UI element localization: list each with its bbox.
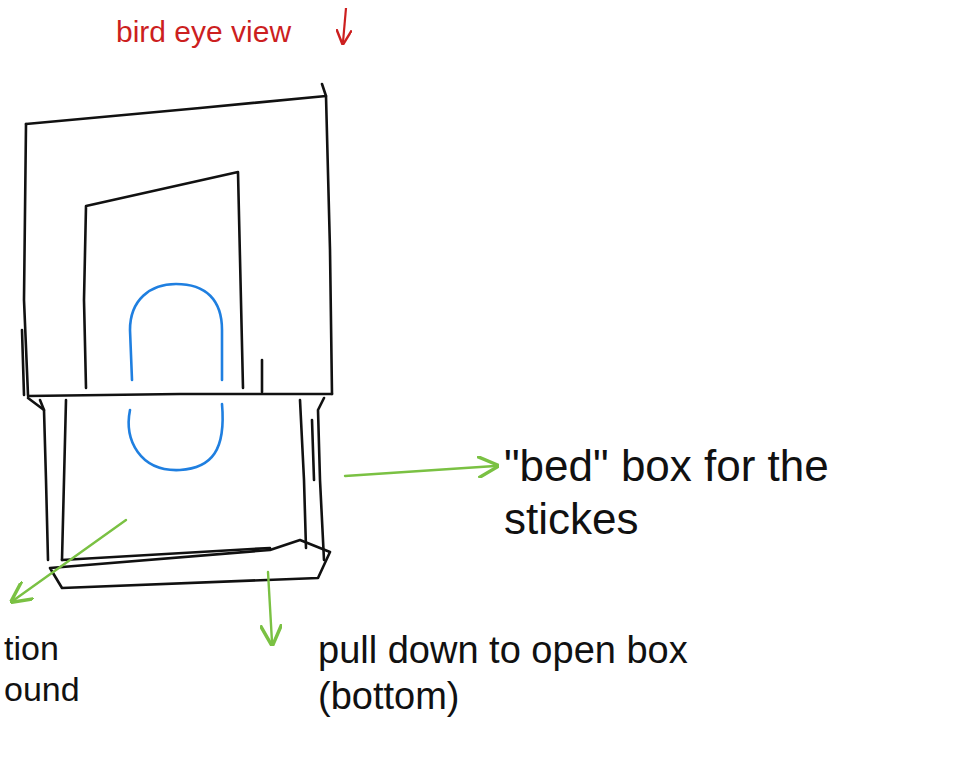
cut-note: tion ound: [4, 628, 94, 710]
box-outline: [22, 84, 332, 588]
action-note: pull down to open box (bottom): [318, 628, 688, 719]
view-title: bird eye view: [116, 14, 356, 50]
leader-line: [14, 466, 495, 642]
part-note: "bed" box for the stickes: [504, 440, 934, 546]
view-arrow: [343, 8, 346, 42]
sticks-outline: [129, 284, 223, 470]
